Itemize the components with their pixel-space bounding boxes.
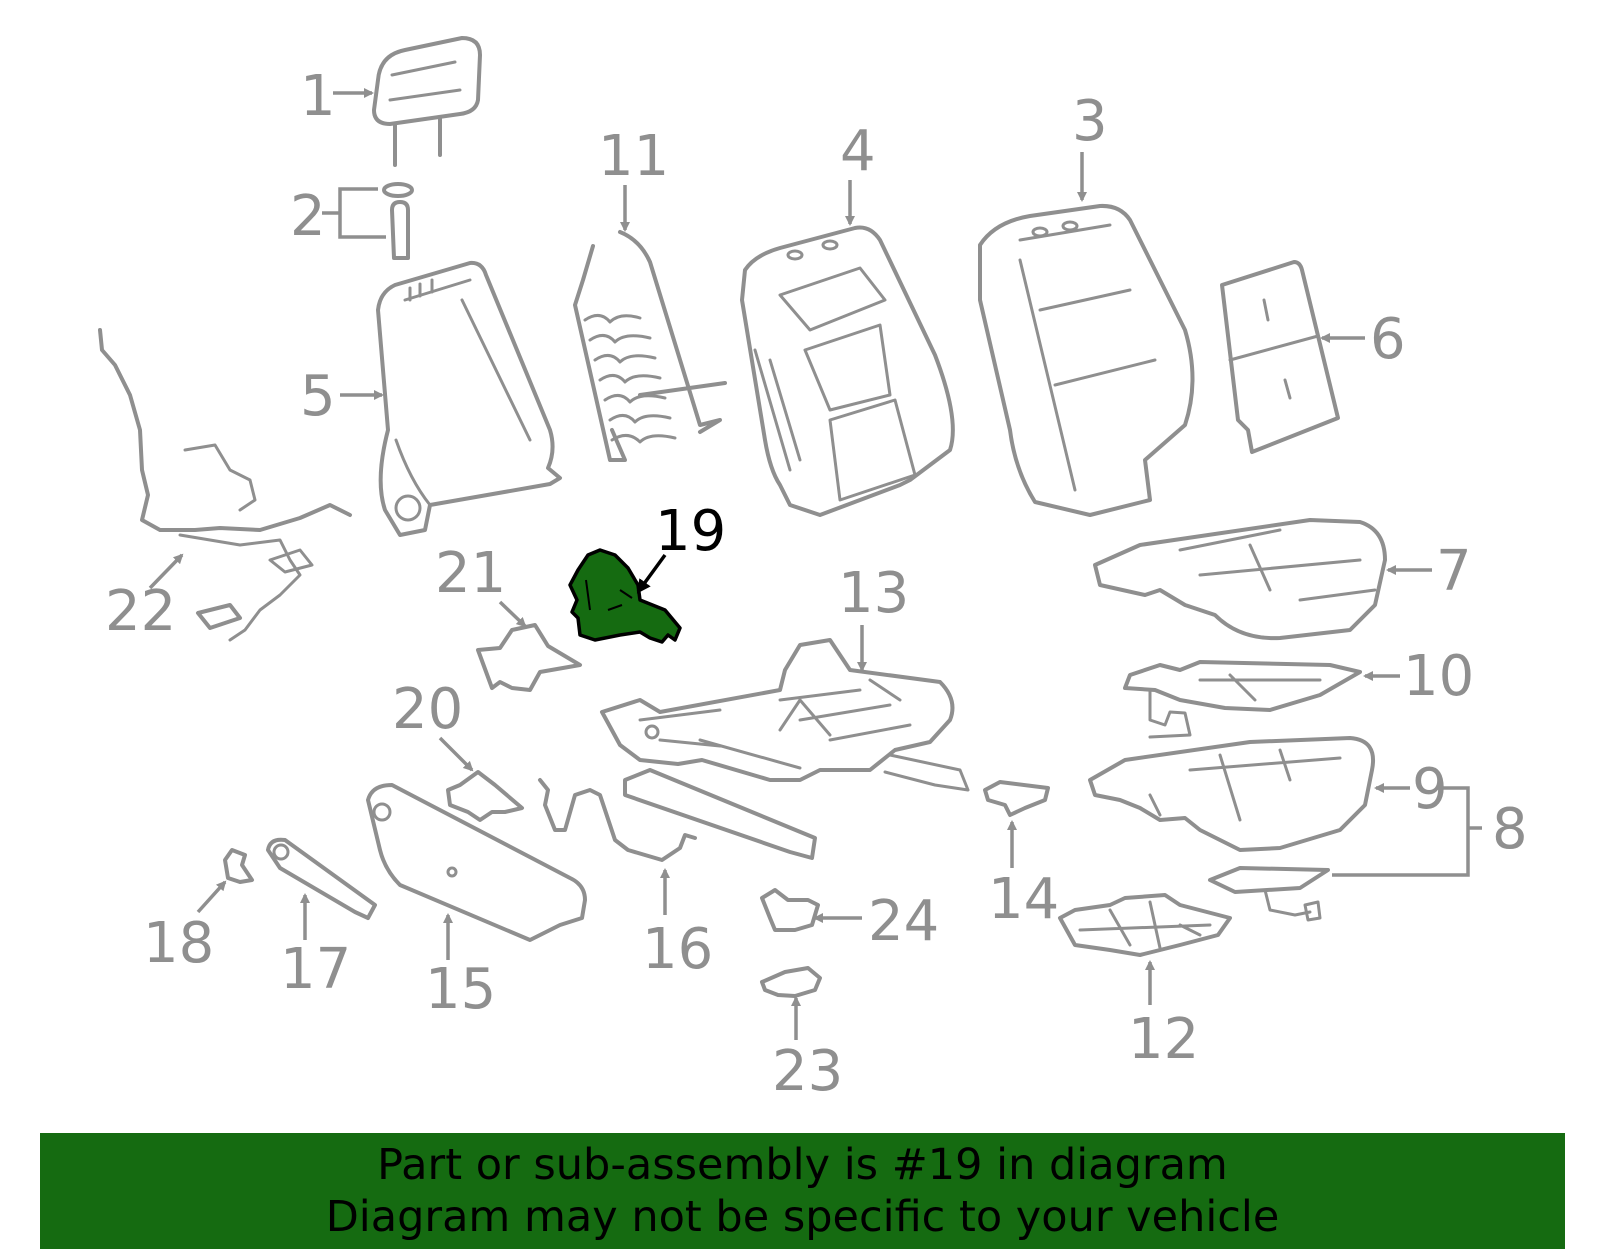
banner-line-2: Diagram may not be specific to your vehi… <box>325 1192 1280 1242</box>
part-1-headrest <box>372 36 482 167</box>
part-13-seat-adjuster <box>600 638 970 860</box>
callout-20: 20 <box>392 677 463 742</box>
part-5-seat-back-frame <box>376 260 562 537</box>
callout-3: 3 <box>1072 89 1108 154</box>
part-8-occupant-sensor <box>1208 866 1330 922</box>
part-4-seat-back-pad <box>740 225 955 517</box>
part-14-clip <box>983 780 1050 817</box>
part-11-lumbar-support <box>573 230 727 462</box>
part-12-suspension-mat <box>1058 893 1232 957</box>
callout-18: 18 <box>143 911 214 976</box>
leader-21 <box>498 600 527 628</box>
leader-8 <box>1332 786 1482 877</box>
part-3-seat-back-cover <box>978 203 1195 517</box>
leader-2 <box>322 187 386 239</box>
part-23-cover <box>760 966 822 998</box>
callout-1: 1 <box>300 64 336 129</box>
part-21-side-cover <box>476 623 582 692</box>
callout-22: 22 <box>105 579 176 644</box>
part-18-clip <box>223 848 254 884</box>
callout-10: 10 <box>1403 644 1474 709</box>
callout-11: 11 <box>598 124 669 189</box>
callout-23: 23 <box>772 1039 843 1104</box>
callout-16: 16 <box>642 917 713 982</box>
callout-6: 6 <box>1370 307 1406 372</box>
callout-21: 21 <box>435 541 506 606</box>
callout-8: 8 <box>1492 797 1528 862</box>
callout-12: 12 <box>1128 1007 1199 1072</box>
part-2-headrest-guide <box>382 182 414 260</box>
part-9-seat-cushion-pad <box>1088 736 1375 852</box>
callout-7: 7 <box>1436 539 1472 604</box>
part-20-bracket <box>446 770 524 822</box>
part-7-seat-cushion-cover <box>1093 518 1387 641</box>
callout-14: 14 <box>988 867 1059 932</box>
banner-line-1: Part or sub-assembly is #19 in diagram <box>377 1140 1228 1190</box>
callout-2: 2 <box>290 184 326 249</box>
leader-20 <box>438 736 474 772</box>
part-10-cushion-heater <box>1123 660 1362 739</box>
leader-18 <box>196 880 227 914</box>
part-17-handle <box>266 837 377 920</box>
part-19-highlighted <box>568 548 682 644</box>
leader-22 <box>148 553 184 590</box>
leader-19 <box>636 553 667 594</box>
callout-24: 24 <box>868 889 939 954</box>
part-24-bracket <box>760 888 820 932</box>
part-15-outer-shield <box>366 783 587 942</box>
part-22-wire-harness <box>98 328 352 642</box>
part-16-wire <box>538 778 697 862</box>
callout-13: 13 <box>838 561 909 626</box>
callout-19: 19 <box>655 499 726 564</box>
part-6-seat-back-panel <box>1220 260 1340 454</box>
callout-17: 17 <box>280 937 351 1002</box>
info-banner: Part or sub-assembly is #19 in diagram D… <box>40 1133 1565 1249</box>
callout-15: 15 <box>425 957 496 1022</box>
callout-4: 4 <box>840 119 876 184</box>
callout-5: 5 <box>300 364 336 429</box>
